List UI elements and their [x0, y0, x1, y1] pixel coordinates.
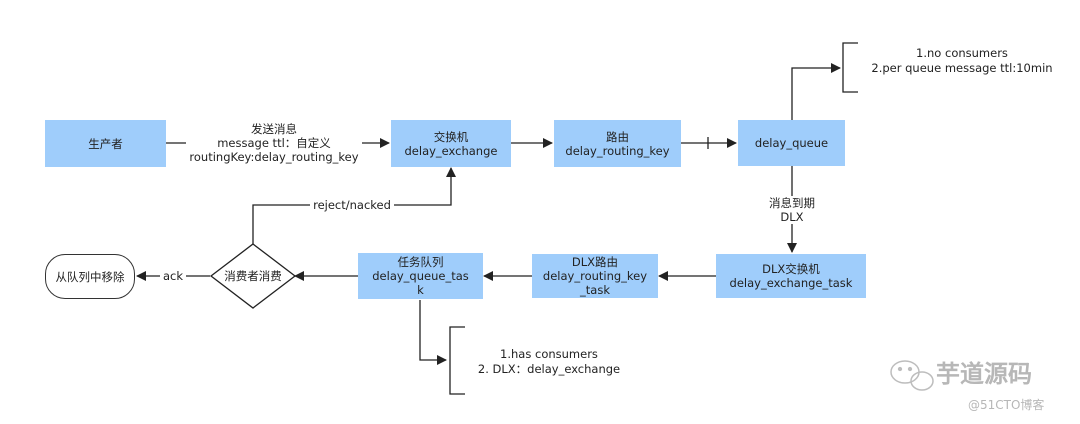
decision-diamond — [209, 243, 297, 309]
expire-label-line-2: DLX — [780, 210, 804, 224]
connector-task-queue-to-conditions — [419, 300, 447, 365]
remove-node: 从队列中移除 — [45, 254, 135, 299]
bracket-queue-conditions — [842, 42, 858, 93]
dlx-exchange-label-en: delay_exchange_task — [729, 276, 853, 290]
routing-label-en: delay_routing_key — [565, 143, 670, 158]
task-condition-2: 2. DLX：delay_exchange — [477, 362, 621, 376]
delay-queue-node: delay_queue — [738, 120, 845, 166]
routing-label-cn: 路由 — [606, 129, 629, 144]
expire-label: 消息到期 DLX — [760, 196, 824, 224]
dlx-routing-label-en: delay_routing_key — [542, 269, 648, 283]
dlx-exchange-label-cn: DLX交换机 — [762, 262, 820, 276]
expire-label-line-1: 消息到期 — [769, 196, 815, 210]
wechat-icon — [890, 360, 934, 391]
send-label-line-2: message ttl：自定义 — [217, 136, 331, 150]
exchange-node: 交换机 delay_exchange — [391, 120, 511, 167]
task-queue-label-cn: 任务队列 — [397, 255, 444, 269]
queue-condition-1: 1.no consumers — [916, 46, 1008, 60]
task-condition-1: 1.has consumers — [500, 347, 598, 361]
dlx-routing-label-cn: DLX路由 — [571, 255, 619, 269]
exchange-label-en: delay_exchange — [404, 143, 498, 158]
queue-conditions-note: 1.no consumers 2.per queue message ttl:1… — [862, 46, 1062, 76]
producer-label: 生产者 — [88, 136, 123, 151]
ack-label: ack — [160, 269, 186, 283]
dlx-routing-node: DLX路由 delay_routing_key _task — [532, 254, 658, 298]
producer-node: 生产者 — [45, 120, 166, 167]
send-label-line-1: 发送消息 — [251, 122, 297, 136]
watermark-site: @51CTO博客 — [968, 398, 1045, 412]
task-conditions-note: 1.has consumers 2. DLX：delay_exchange — [468, 347, 630, 377]
task-queue-label-en-2: k — [417, 283, 424, 297]
dlx-routing-label-en-2: _task — [580, 283, 610, 297]
remove-label: 从队列中移除 — [55, 269, 125, 284]
task-queue-label-en: delay_queue_tas — [372, 269, 469, 283]
send-label-line-3: routingKey:delay_routing_key — [189, 150, 359, 164]
task-queue-node: 任务队列 delay_queue_tas k — [358, 253, 483, 299]
consumer-label: 消费者消费 — [224, 269, 282, 283]
delay-queue-label: delay_queue — [754, 136, 829, 150]
reject-label: reject/nacked — [310, 198, 394, 212]
exchange-label-cn: 交换机 — [433, 129, 469, 144]
dlx-exchange-node: DLX交换机 delay_exchange_task — [716, 254, 866, 298]
connector-queue-to-conditions — [791, 63, 841, 120]
queue-condition-2: 2.per queue message ttl:10min — [871, 61, 1053, 75]
send-message-label: 发送消息 message ttl：自定义 routingKey:delay_ro… — [186, 122, 362, 164]
routing-node: 路由 delay_routing_key — [554, 120, 681, 167]
watermark-brand: 芋道源码 — [936, 360, 1032, 388]
bracket-task-conditions — [449, 326, 465, 395]
